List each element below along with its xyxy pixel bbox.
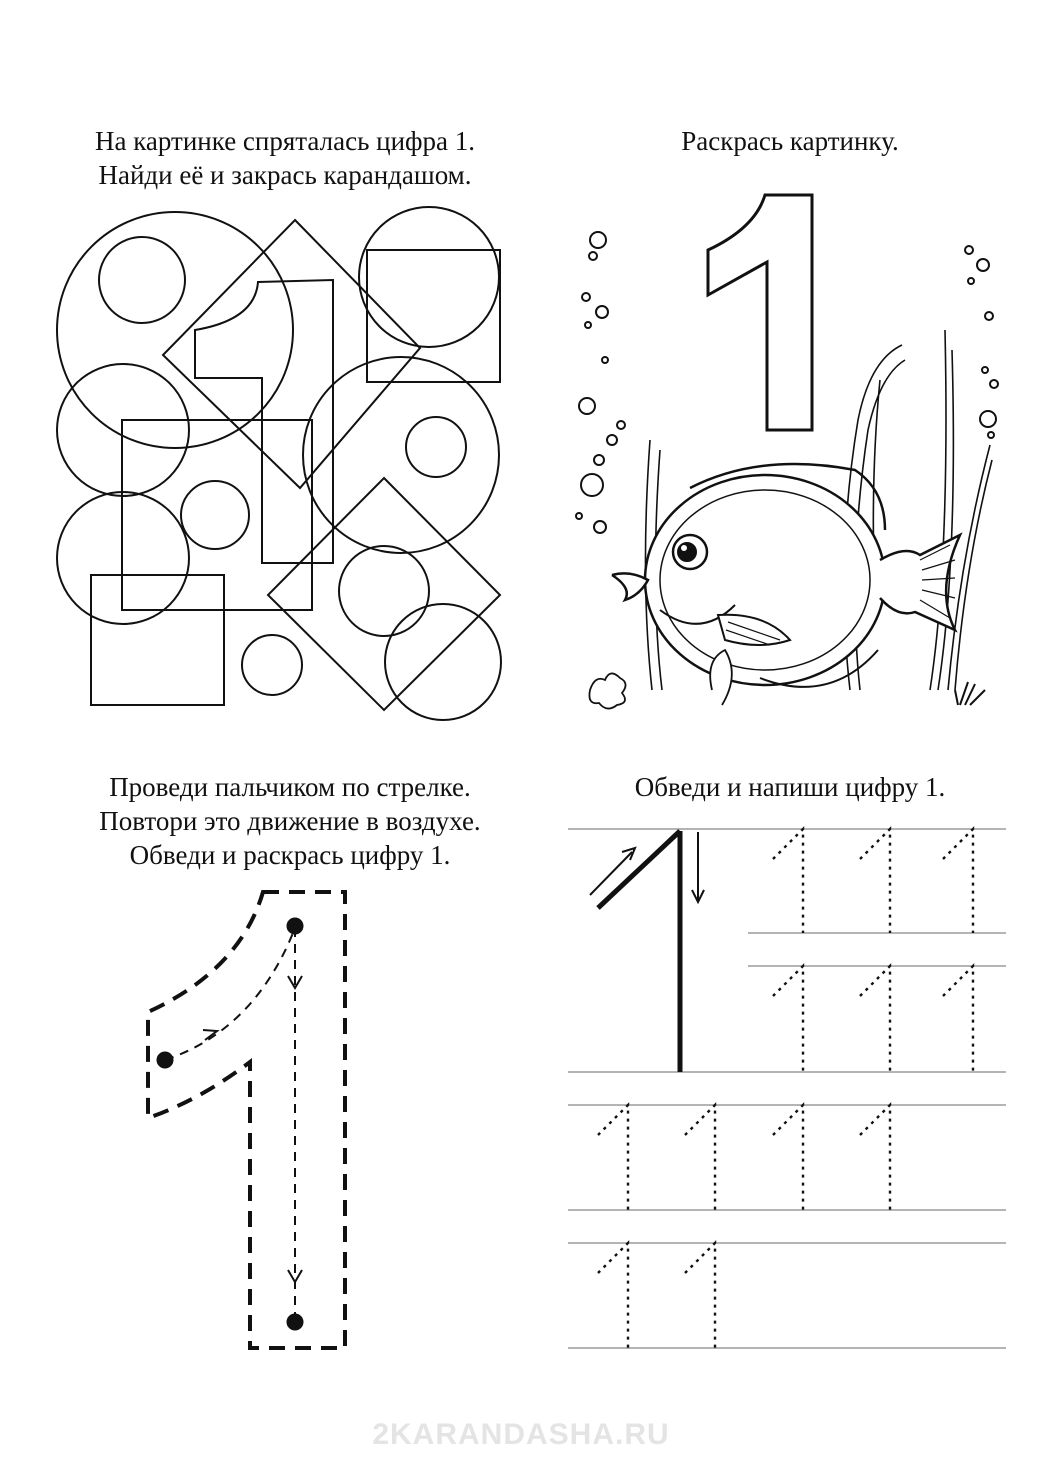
task-color-picture-title: Раскрась картинку. (560, 124, 1020, 158)
watermark-logo: 2KARANDASHA.RU (372, 1418, 670, 1451)
task-find-digit-title: На картинке спряталась цифра 1. Найди её… (30, 124, 540, 192)
sample-digit-one (589, 829, 705, 1072)
grass (954, 681, 986, 706)
copybook-lines (568, 828, 1006, 1349)
dotted-digit-one[interactable] (772, 1102, 805, 1210)
coral (588, 672, 627, 710)
bubbles (575, 231, 999, 534)
dotted-digit-one[interactable] (597, 1240, 630, 1348)
task-find-digit-line1: На картинке спряталась цифра 1. (94, 126, 476, 156)
task-trace-arrow-line1: Проведи пальчиком по стрелке. (109, 772, 471, 802)
task-find-digit-line2: Найди её и закрась карандашом. (98, 160, 472, 190)
task-trace-arrow-line3: Обведи и раскрась цифру 1. (129, 840, 451, 870)
dotted-digit-one[interactable] (859, 963, 892, 1072)
task-trace-arrow-title: Проведи пальчиком по стрелке. Повтори эт… (30, 770, 550, 872)
coloring-digit-one (706, 193, 814, 432)
dotted-digit-one[interactable] (684, 1102, 717, 1210)
dotted-digit-one[interactable] (859, 1102, 892, 1210)
dotted-digit-one[interactable] (772, 826, 805, 933)
task-color-picture-line1: Раскрась картинку. (681, 126, 899, 156)
task-trace-write-title: Обведи и напиши цифру 1. (560, 770, 1020, 804)
dotted-digit-one[interactable] (942, 963, 975, 1072)
dotted-digit-one[interactable] (772, 963, 805, 1072)
fish (611, 462, 963, 706)
dotted-digit-one[interactable] (684, 1240, 717, 1348)
dotted-digits-group (597, 826, 975, 1348)
dotted-digit-one[interactable] (942, 826, 975, 933)
task-trace-write-line1: Обведи и напиши цифру 1. (634, 772, 946, 802)
task-trace-arrow-line2: Повтори это движение в воздухе. (99, 806, 481, 836)
dotted-digit-one[interactable] (859, 826, 892, 933)
dotted-digit-one[interactable] (597, 1102, 630, 1210)
